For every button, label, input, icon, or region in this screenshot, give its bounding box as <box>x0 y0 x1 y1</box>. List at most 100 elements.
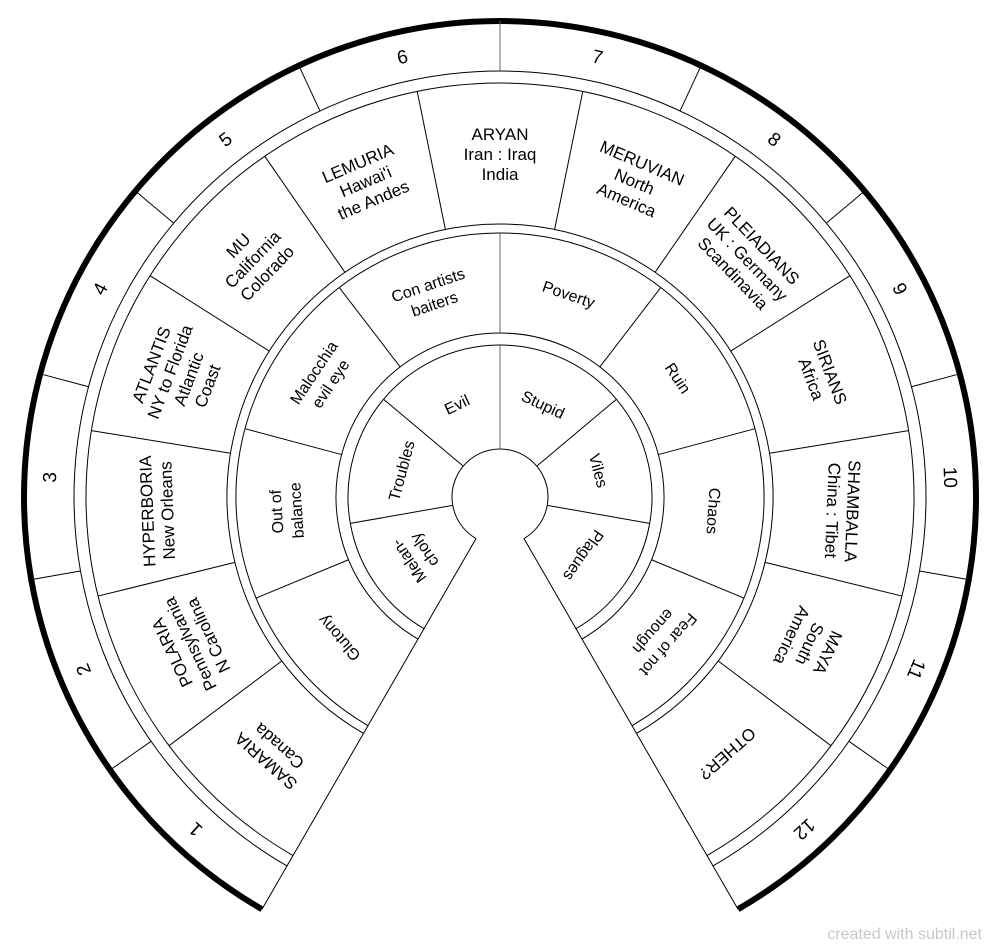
inner-label-line: Stupid <box>518 388 566 423</box>
inner-label: Viles <box>585 452 610 490</box>
middle-label: Out ofbalance <box>267 482 308 540</box>
region-divider <box>264 156 346 273</box>
region-label: MUCaliforniaColorado <box>207 213 300 306</box>
outer-thick-arc <box>21 18 979 912</box>
middle-divider <box>651 559 745 599</box>
number-divider <box>40 373 89 388</box>
region-label: SIRIANSAfrica <box>790 337 851 414</box>
number-divider <box>919 570 969 581</box>
number-label: 8 <box>763 129 784 152</box>
region-divider <box>654 156 736 273</box>
region-label: SAMARIACanada <box>231 713 315 793</box>
region-divider <box>769 430 909 454</box>
number-label-line: 10 <box>938 466 960 488</box>
region-label: OTHER? <box>695 723 759 783</box>
middle-label-line: Out of <box>268 489 288 534</box>
region-divider <box>91 430 231 454</box>
region-label-line: OTHER? <box>695 723 759 783</box>
middle-label-line: Poverty <box>540 279 597 313</box>
number-label-line: 6 <box>395 46 410 69</box>
number-divider <box>911 373 960 388</box>
region-divider <box>168 660 283 747</box>
inner-label-line: Plagues <box>559 526 606 583</box>
middle-label: Malocchiaevil eye <box>288 338 359 419</box>
inner-label: Plagues <box>559 526 606 583</box>
region-label: MERUVIANNorthAmerica <box>581 137 687 226</box>
inner-divider <box>547 504 650 524</box>
number-label-line: 4 <box>89 279 113 298</box>
inner-divider <box>383 398 464 467</box>
gap-edge-right <box>523 538 739 910</box>
region-label: ATLANTISNY to FloridaAtlanticCoast <box>125 315 234 436</box>
inner-label: Stupid <box>518 388 566 423</box>
number-label-line: 5 <box>216 129 237 152</box>
region-label: MAYASouthAmerica <box>769 603 849 685</box>
number-label-line: 8 <box>763 129 784 152</box>
region-divider <box>149 275 270 352</box>
number-label-line: 11 <box>902 656 929 682</box>
number-divider <box>298 65 321 112</box>
inner-divider <box>350 504 453 524</box>
middle-label: Con artistsbaiters <box>389 266 473 326</box>
region-divider <box>717 660 832 747</box>
region-label: HYPERBORIANew Orleans <box>136 454 179 568</box>
region-divider <box>730 275 851 352</box>
region-label-line: Iran : Iraq <box>464 145 537 164</box>
inner-label: Melan-choly <box>389 525 447 586</box>
middle-label-line: balance <box>287 482 308 539</box>
number-label-line: 3 <box>40 472 61 483</box>
region-label-line: China : Tibet <box>821 462 844 558</box>
number-divider <box>135 190 174 224</box>
middle-divider <box>338 287 401 368</box>
region-ring-outer-arc <box>85 82 915 856</box>
number-divider <box>109 740 152 771</box>
gap-edge-left <box>261 538 477 910</box>
number-label: 10 <box>938 466 960 488</box>
number-label: 5 <box>216 129 237 152</box>
number-ring-inner-arc <box>73 70 927 867</box>
number-divider <box>848 740 891 771</box>
middle-divider <box>599 287 662 368</box>
number-label-line: 1 <box>185 817 207 840</box>
inner-label-line: Evil <box>442 392 473 418</box>
inner-label-line: Troubles <box>386 439 418 503</box>
number-label: 1 <box>185 817 207 840</box>
region-label: PLEIADIANSUK : GermanyScandinavia <box>688 200 805 319</box>
number-label-line: 7 <box>590 46 605 69</box>
inner-label-line: Viles <box>585 452 610 490</box>
middle-divider <box>658 428 756 456</box>
middle-ring-inner-arc <box>335 332 665 640</box>
inner-label: Troubles <box>386 439 418 503</box>
number-divider <box>679 65 702 112</box>
watermark: created with subtil.net <box>827 926 982 943</box>
number-label: 7 <box>590 46 605 69</box>
region-divider <box>764 561 903 597</box>
number-label: 6 <box>395 46 410 69</box>
number-label: 3 <box>40 472 61 483</box>
middle-label: Fear of notenough <box>620 596 699 679</box>
number-label: 11 <box>902 656 929 682</box>
region-label: SHAMBALLAChina : Tibet <box>821 459 864 563</box>
region-label-line: India <box>482 165 519 184</box>
middle-label: Poverty <box>540 279 597 313</box>
middle-label-line: Ruin <box>661 360 693 397</box>
middle-divider <box>255 559 349 599</box>
hub-arc <box>451 448 549 540</box>
middle-label: Ruin <box>661 360 693 397</box>
region-divider <box>97 561 236 597</box>
region-label: POLARIAPennsylvaniaN Carolina <box>142 585 239 702</box>
number-label-line: 12 <box>789 814 819 844</box>
middle-label-line: Glutony <box>315 611 364 664</box>
region-label-line: HYPERBORIA <box>136 454 159 567</box>
region-divider <box>416 91 446 230</box>
number-label: 12 <box>789 814 819 844</box>
region-label: LEMURIAHawai'ithe Andes <box>319 140 412 224</box>
number-divider <box>31 570 81 581</box>
middle-divider <box>244 428 342 456</box>
number-label-line: 9 <box>887 280 911 299</box>
region-divider <box>554 91 584 230</box>
inner-divider <box>536 398 617 467</box>
region-label-line: ARYAN <box>471 125 528 144</box>
